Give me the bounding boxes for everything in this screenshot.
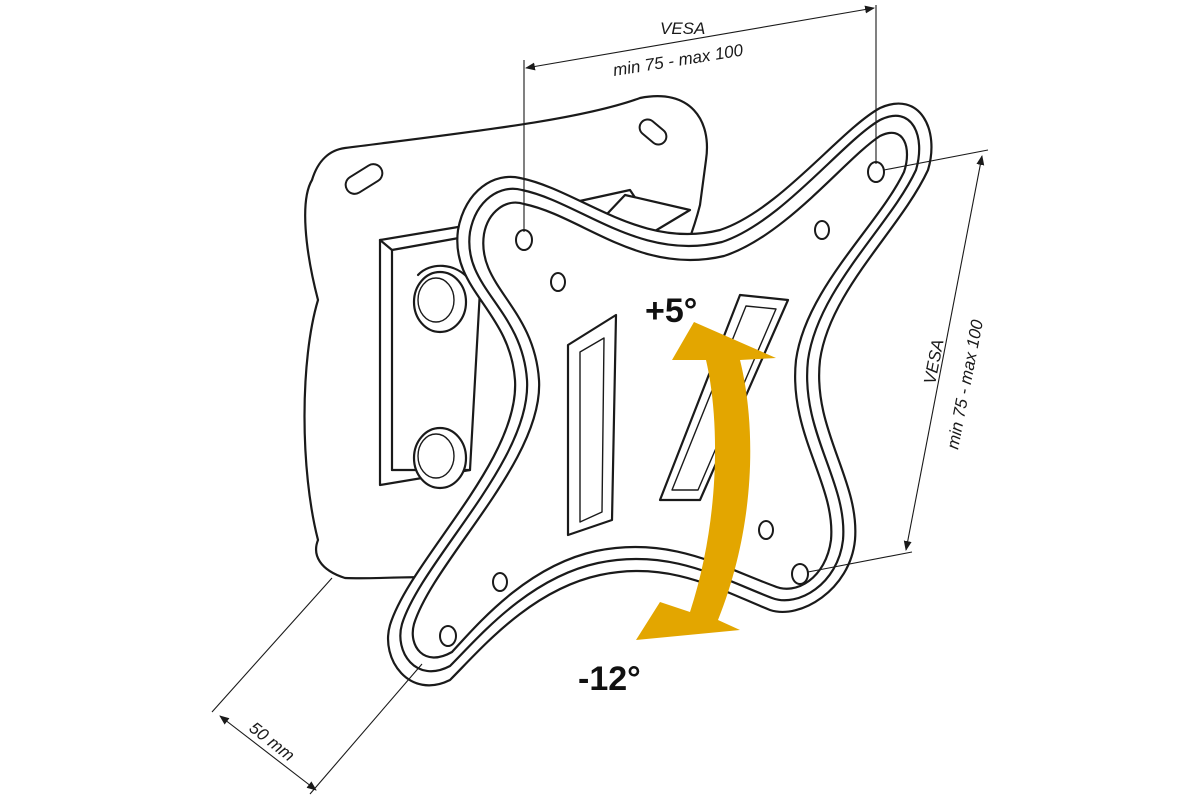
vesa-top-label-1: VESA [660, 19, 705, 38]
tilt-down-label: -12° [578, 660, 641, 698]
tilt-arrow [636, 322, 776, 640]
vesa-plate [387, 102, 933, 687]
depth-dimension: 50 mm [211, 577, 423, 795]
tilt-up-label: +5° [645, 292, 697, 330]
vesa-right-label-1: VESA [920, 338, 947, 386]
vesa-right-label-2: min 75 - max 100 [943, 318, 987, 451]
vesa-top-label-2: min 75 - max 100 [612, 41, 745, 80]
